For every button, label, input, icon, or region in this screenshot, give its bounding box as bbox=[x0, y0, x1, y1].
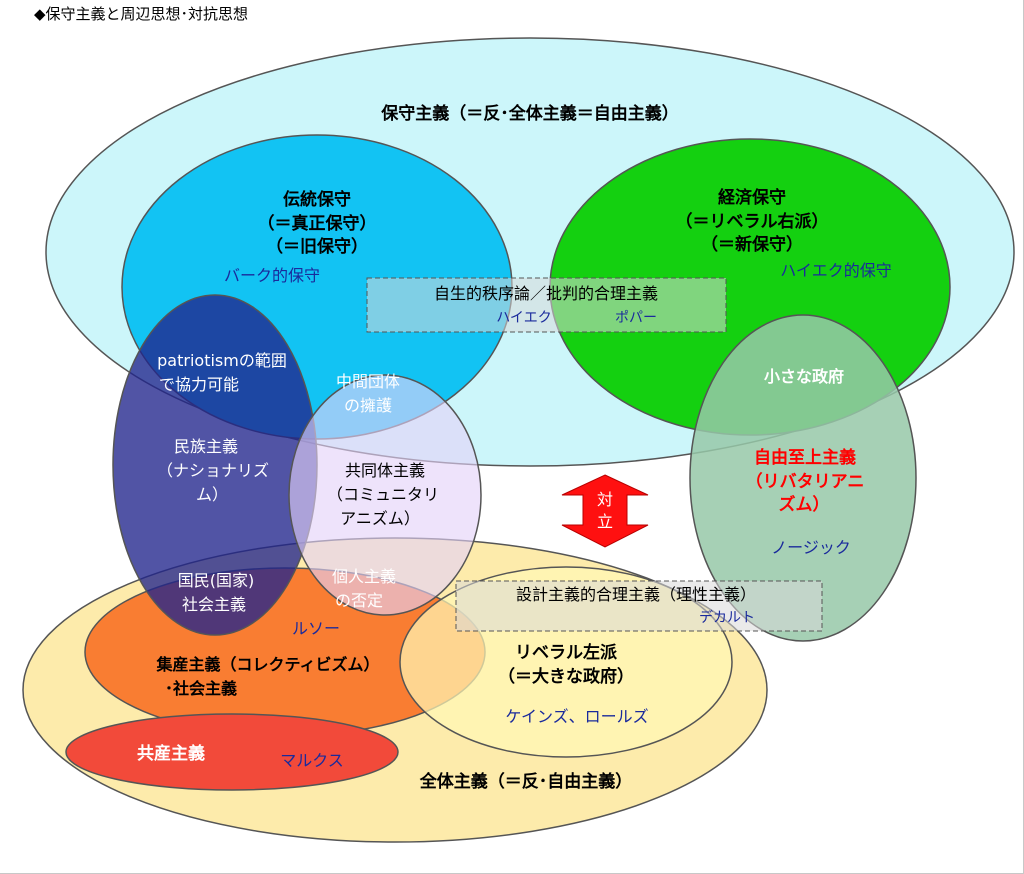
individualism-denial-label-1: 個人主義 bbox=[332, 567, 396, 586]
communism-label: 共産主義 bbox=[137, 743, 205, 764]
marx-label: マルクス bbox=[280, 751, 344, 770]
traditional-label-2: （＝真正保守） bbox=[258, 213, 377, 234]
economic-label-1: 経済保守 bbox=[718, 187, 786, 208]
nationalism-label-2: （ナショナリズ bbox=[157, 461, 269, 480]
hayek-conservatism-label: ハイエク的保守 bbox=[780, 261, 892, 280]
page-heading: ◆保守主義と周辺思想･対抗思想 bbox=[34, 5, 248, 23]
intermediate-groups-label-1: 中間団体 bbox=[336, 372, 400, 391]
keynes-rawls-label: ケインズ、ロールズ bbox=[505, 707, 648, 726]
communitarianism-label-1: 共同体主義 bbox=[345, 461, 425, 480]
communitarianism-label-3: アニズム） bbox=[340, 509, 420, 528]
patriotism-label-1: patriotismの範囲 bbox=[157, 351, 287, 370]
individualism-denial-label-2: の否定 bbox=[335, 591, 383, 610]
national-socialism-label-2: 社会主義 bbox=[182, 595, 246, 614]
communitarianism-ellipse bbox=[288, 374, 482, 616]
traditional-label-3: （＝旧保守） bbox=[266, 236, 368, 257]
nationalism-label-1: 民族主義 bbox=[174, 437, 238, 456]
communitarianism-label-2: （コミュニタリ bbox=[327, 485, 439, 504]
collectivism-label-2: ･社会主義 bbox=[165, 679, 237, 698]
liberal-left-label-1: リベラル左派 bbox=[515, 642, 618, 663]
hayek-label: ハイエク bbox=[496, 310, 552, 326]
national-socialism-label-1: 国民(国家) bbox=[178, 571, 255, 590]
burke-label: バーク的保守 bbox=[224, 266, 320, 285]
libertarianism-ellipse bbox=[689, 314, 917, 642]
small-government-label: 小さな政府 bbox=[764, 367, 844, 386]
descartes-label: デカルト bbox=[699, 609, 755, 626]
constructivism-box bbox=[455, 580, 823, 632]
nozick-label: ノージック bbox=[771, 538, 851, 557]
rousseau-label: ルソー bbox=[292, 619, 340, 638]
nationalism-label-3: ム） bbox=[196, 485, 228, 504]
liberal-left-label-2: （＝大きな政府） bbox=[498, 666, 634, 687]
opposition-label-2: 立 bbox=[597, 512, 613, 531]
constructivism-label: 設計主義的合理主義（理性主義） bbox=[516, 585, 756, 604]
popper-label: ポパー bbox=[615, 310, 657, 326]
spontaneous-order-box bbox=[366, 277, 727, 333]
economic-label-3: （＝新保守） bbox=[701, 234, 803, 255]
opposition-label-1: 対 bbox=[597, 490, 613, 509]
intermediate-groups-label-2: の擁護 bbox=[344, 396, 392, 415]
totalitarianism-label: 全体主義（＝反･自由主義） bbox=[419, 771, 633, 792]
libertarianism-label-2: （リバタリアニ bbox=[746, 471, 865, 492]
economic-label-2: （＝リベラル右派） bbox=[676, 211, 829, 232]
libertarianism-label-1: 自由至上主義 bbox=[754, 447, 856, 468]
opposition-double-arrow-icon bbox=[561, 474, 649, 548]
collectivism-label-1: 集産主義（コレクティビズム） bbox=[155, 655, 379, 674]
traditional-label-1: 伝統保守 bbox=[283, 189, 351, 210]
libertarianism-label-3: ズム） bbox=[779, 494, 830, 515]
communism-ellipse bbox=[65, 713, 399, 791]
conservatism-label: 保守主義（＝反･全体主義＝自由主義） bbox=[380, 103, 679, 124]
patriotism-label-2: で協力可能 bbox=[159, 375, 239, 394]
spontaneous-order-label: 自生的秩序論／批判的合理主義 bbox=[434, 284, 658, 303]
